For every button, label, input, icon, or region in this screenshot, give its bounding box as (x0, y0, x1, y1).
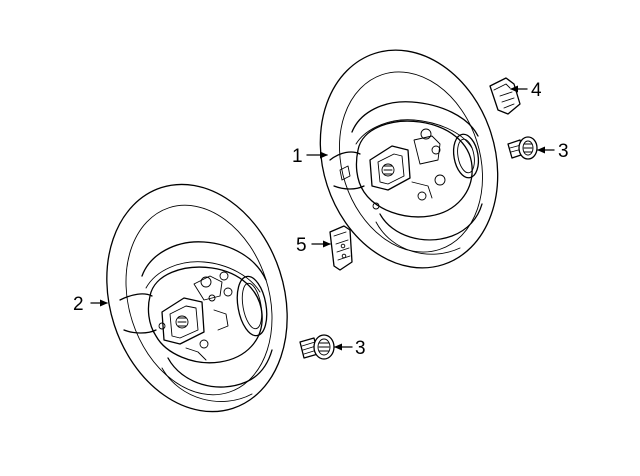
switch-part-5 (329, 225, 353, 271)
callout-4: 4 (531, 80, 542, 101)
callout-3-upper: 3 (558, 141, 569, 162)
switch-part-4 (489, 77, 521, 115)
callout-1: 1 (292, 146, 303, 167)
bolt-upper (507, 136, 538, 160)
callout-5: 5 (296, 235, 307, 256)
callout-3-lower: 3 (355, 338, 366, 359)
steering-wheel-lower (106, 183, 288, 413)
steering-wheel-upper (319, 49, 499, 269)
bolt-lower (299, 334, 335, 360)
callout-2: 2 (73, 294, 84, 315)
